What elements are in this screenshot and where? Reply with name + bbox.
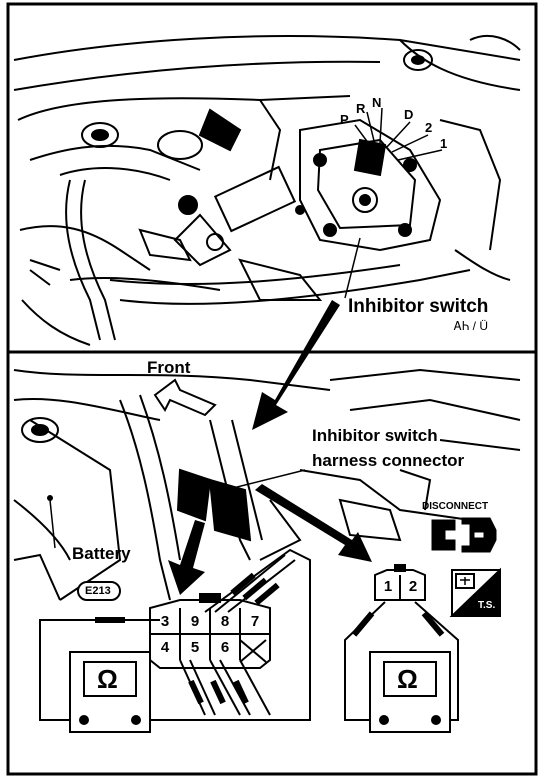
- switch-connector: [374, 564, 426, 601]
- connector-code-badge: [77, 581, 121, 601]
- gear-label-p: P: [340, 112, 349, 127]
- gear-label-d: D: [404, 107, 414, 122]
- gear-label-1: 1: [440, 136, 448, 151]
- disconnect-icon: [431, 517, 497, 553]
- right-ohmmeter: [369, 651, 451, 733]
- sub-mark: ᎪᏂ / Ü: [454, 319, 488, 333]
- connector-pin-6: 6: [220, 639, 230, 656]
- connector-pin-9: 9: [190, 613, 200, 630]
- top-engine-sketch: [13, 34, 521, 346]
- connector-pin-7: 7: [250, 613, 260, 630]
- battery-label: Battery: [72, 544, 131, 563]
- connector-pin-5: 5: [190, 639, 200, 656]
- front-arrow: [153, 378, 217, 417]
- outer-frame: [6, 2, 538, 776]
- ts-badge: [449, 567, 501, 617]
- switch-pin-2: 2: [408, 578, 418, 595]
- ts-label: T.S.: [478, 600, 496, 611]
- left-ohmmeter: [69, 651, 151, 733]
- connector-pin-8: 8: [220, 613, 230, 630]
- gear-pointer-lines: [354, 107, 443, 161]
- inhibitor-leader-line: [344, 237, 361, 299]
- connector-code-label: E213: [85, 585, 111, 597]
- gear-label-2: 2: [425, 120, 433, 135]
- bottom-engine-sketch: [13, 368, 521, 601]
- front-label: Front: [147, 358, 191, 377]
- right-arrow-switch: [255, 484, 372, 562]
- gear-label-r: R: [356, 101, 366, 116]
- right-ohm-symbol: Ω: [397, 664, 418, 694]
- harness-leader-line: [224, 469, 306, 491]
- harness-label-line2: harness connector: [312, 451, 465, 470]
- harness-label-line1: Inhibitor switch: [312, 426, 438, 445]
- left-probe-tips: [95, 572, 280, 705]
- connector-pin-4: 4: [160, 639, 170, 656]
- gear-label-n: N: [372, 95, 382, 110]
- battery-leader-line: [49, 499, 56, 549]
- disconnect-label: DISCONNECT: [422, 501, 489, 512]
- down-arrow-main: [252, 300, 340, 430]
- connector-pin-3: 3: [160, 613, 170, 630]
- left-ohm-symbol: Ω: [97, 664, 118, 694]
- down-arrow-connector: [168, 520, 205, 595]
- right-probe-tips: [351, 611, 445, 637]
- inhibitor-switch-label: Inhibitor switch: [348, 296, 489, 317]
- switch-pin-1: 1: [383, 578, 393, 595]
- connector-face: [149, 593, 271, 669]
